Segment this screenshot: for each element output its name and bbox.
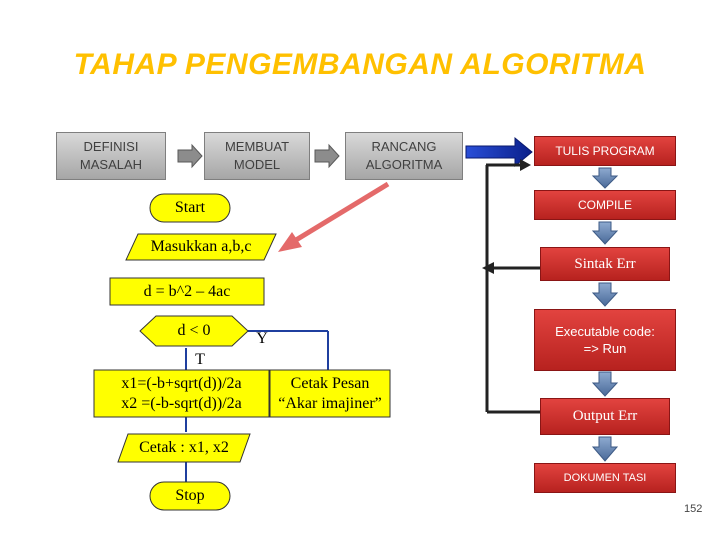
decision-shape (139, 315, 249, 347)
arrow-tulis-compile (591, 167, 619, 189)
message-process (269, 369, 391, 418)
print-label: Cetak : x1, x2 (139, 439, 229, 456)
yes-label: Y (256, 330, 268, 347)
step-exec-label: Executable code: => Run (555, 324, 655, 356)
start-terminal (149, 193, 231, 223)
page-number: 152 (684, 503, 703, 515)
no-label: T (195, 351, 205, 368)
roots-line-2: x2 =(-b-sqrt(d))/2a (121, 394, 242, 412)
arrow-rancang-flowchart-shaft (294, 181, 390, 243)
arrow-compile-sintak (591, 221, 619, 245)
start-label: Start (174, 199, 206, 216)
stop-terminal (149, 481, 231, 511)
arrow-sintak-exec (591, 282, 619, 307)
step-definisi-label: DEFINISI MASALAH (79, 139, 143, 172)
message-line-1: Cetak Pesan (290, 374, 370, 392)
step-definisi-masalah: DEFINISI MASALAH (56, 132, 166, 180)
roots-process (93, 369, 270, 418)
page-title: TAHAP PENGEMBANGAN ALGORITMA (73, 48, 647, 81)
arrow-membuat-rancang (314, 143, 340, 169)
roots-text: x1=(-b+sqrt(d))/2a x2 =(-b-sqrt(d))/2a (94, 370, 269, 417)
input-parallelogram (125, 233, 277, 261)
arrow-exec-output (591, 371, 619, 397)
step-executable: Executable code: => Run (534, 309, 676, 371)
step-sintak-err: Sintak Err (540, 247, 670, 281)
step-rancang-label: RANCANG ALGORITMA (365, 139, 443, 172)
compute-label: d = b^2 – 4ac (143, 282, 231, 300)
step-output-err: Output Err (540, 398, 670, 435)
loop-top-arrowhead (520, 159, 531, 171)
decision-label: d < 0 (177, 322, 211, 339)
step-compile-label: COMPILE (577, 197, 632, 212)
arrow-rancang-tulis (465, 136, 533, 168)
print-parallelogram (117, 433, 251, 463)
step-output-label: Output Err (572, 408, 638, 424)
arrow-output-dokumen (591, 436, 619, 462)
step-rancang-algoritma: RANCANG ALGORITMA (345, 132, 463, 180)
step-tulis-label: TULIS PROGRAM (555, 143, 655, 158)
compute-process (109, 277, 265, 306)
step-membuat-label: MEMBUAT MODEL (224, 139, 290, 172)
step-tulis-program: TULIS PROGRAM (534, 136, 676, 166)
input-label: Masukkan a,b,c (150, 238, 252, 255)
step-compile: COMPILE (534, 190, 676, 220)
roots-line-1: x1=(-b+sqrt(d))/2a (121, 374, 242, 392)
stop-label: Stop (175, 487, 205, 504)
arrow-definisi-membuat (177, 143, 203, 169)
message-line-2: “Akar imajiner” (278, 394, 382, 412)
step-membuat-model: MEMBUAT MODEL (204, 132, 310, 180)
step-dokumentasi: DOKUMEN TASI (534, 463, 676, 493)
arrow-rancang-flowchart-head (278, 232, 302, 252)
step-sintak-label: Sintak Err (574, 255, 636, 272)
step-dokumentasi-label: DOKUMEN TASI (563, 471, 647, 484)
message-text: Cetak Pesan “Akar imajiner” (270, 370, 390, 417)
